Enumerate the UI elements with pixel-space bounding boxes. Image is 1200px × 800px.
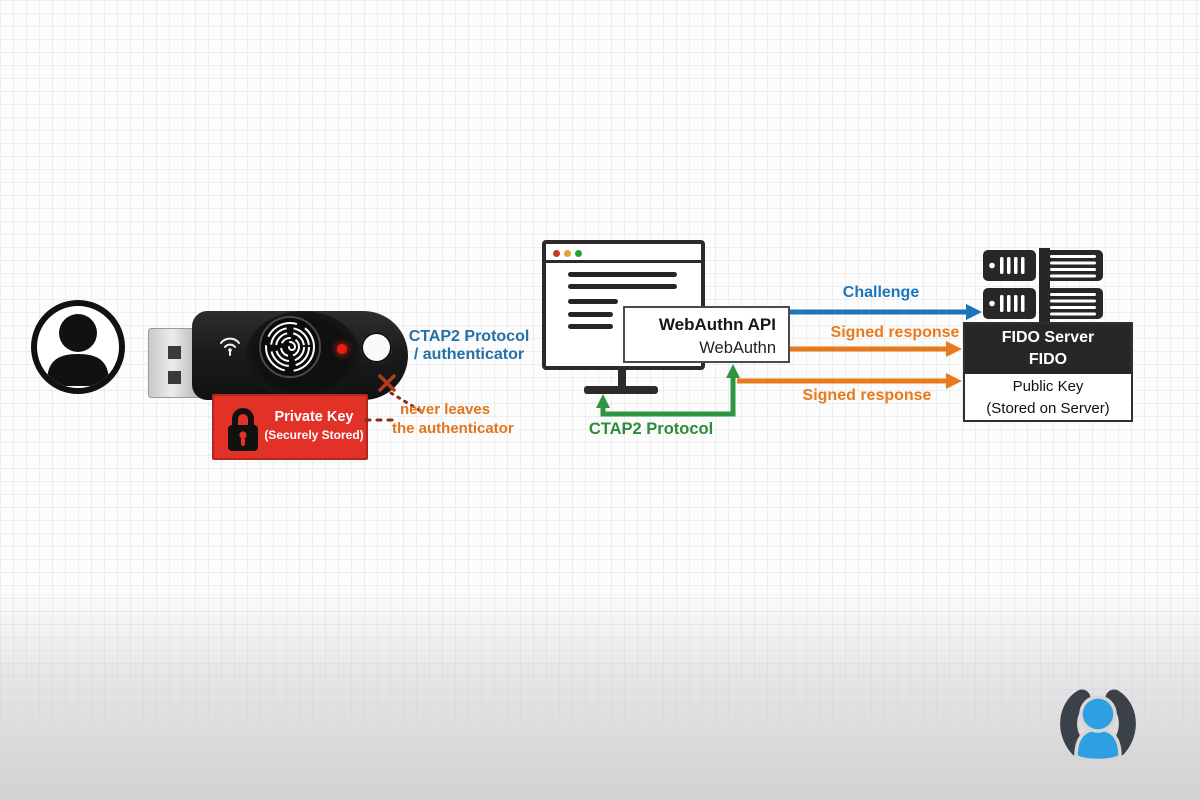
ctap2-authenticator-label: CTAP2 Protocol / authenticator	[404, 328, 534, 364]
nfc-signal-icon	[220, 337, 240, 356]
content-line	[568, 272, 677, 277]
traffic-dot-red	[553, 250, 560, 257]
fido-server-title: FIDO Server	[1001, 329, 1095, 346]
usb-connector	[148, 328, 200, 398]
public-key-line2: (Stored on Server)	[986, 400, 1110, 417]
ctap2-arrow	[600, 376, 736, 417]
person-logo	[1060, 689, 1136, 763]
monitor-stand-neck	[618, 369, 626, 388]
ctap2-auth-line1: CTAP2 Protocol	[408, 328, 530, 345]
bottom-fade	[0, 590, 1200, 800]
flow-arrows	[596, 304, 982, 417]
lock-icon	[228, 408, 258, 451]
never-leaves-note: never leaves the authenticator	[392, 400, 522, 438]
signed-response-bottom-label: Signed response	[802, 387, 932, 404]
usb-pinhole	[168, 346, 181, 359]
fingerprint-icon	[259, 316, 321, 378]
signed-response-arrowhead-top	[946, 341, 962, 357]
note-line2: the authenticator	[392, 420, 514, 437]
usb-pinhole	[168, 371, 181, 384]
challenge-arrowhead	[966, 304, 982, 320]
logo-left-arm	[1060, 689, 1091, 757]
ctap2-arrowhead-left	[596, 394, 610, 408]
public-key-section: Public Key (Stored on Server)	[965, 374, 1131, 420]
fido-server-box: FIDO Server FIDO Public Key (Stored on S…	[963, 322, 1133, 422]
webauthn-api-title: WebAuthn API	[658, 315, 776, 334]
content-line	[568, 312, 613, 317]
public-key-line1: Public Key	[1012, 378, 1084, 395]
monitor-stand-base	[584, 386, 658, 394]
logo-body	[1074, 727, 1122, 763]
logo-head	[1079, 695, 1117, 733]
content-line	[568, 324, 613, 329]
keyring-hole	[361, 332, 392, 363]
traffic-dot-green	[575, 250, 582, 257]
logo-right-arm	[1105, 689, 1136, 757]
x-mark-annotation	[364, 374, 426, 422]
signed-response-top-label: Signed response	[830, 324, 960, 341]
browser-titlebar	[546, 244, 701, 263]
note-line1: never leaves	[400, 401, 491, 418]
fido-server-header: FIDO Server FIDO	[965, 324, 1131, 374]
private-key-subtitle: (Securely Stored)	[264, 428, 364, 442]
fido-server-subtitle: FIDO	[1028, 351, 1068, 368]
ctap2-arrowhead-right	[726, 364, 740, 378]
content-line	[568, 284, 677, 289]
signed-response-arrowhead-bottom	[946, 373, 962, 389]
private-key-title: Private Key	[274, 409, 354, 425]
led-indicator	[337, 344, 347, 354]
server-rack-icon	[983, 248, 1103, 324]
content-line	[568, 299, 618, 304]
traffic-dot-yellow	[564, 250, 571, 257]
private-key-text: Private Key (Securely Stored)	[262, 408, 366, 443]
person-circle-icon	[31, 300, 125, 394]
ctap2-auth-line2: / authenticator	[413, 346, 525, 363]
webauthn-api-subtitle: WebAuthn	[699, 339, 776, 357]
private-key-box: Private Key (Securely Stored)	[212, 394, 368, 460]
ctap2-protocol-label: CTAP2 Protocol	[588, 420, 714, 438]
x-icon	[378, 374, 396, 392]
webauthn-api-box: WebAuthn API WebAuthn	[623, 306, 790, 363]
challenge-label: Challenge	[842, 284, 920, 301]
